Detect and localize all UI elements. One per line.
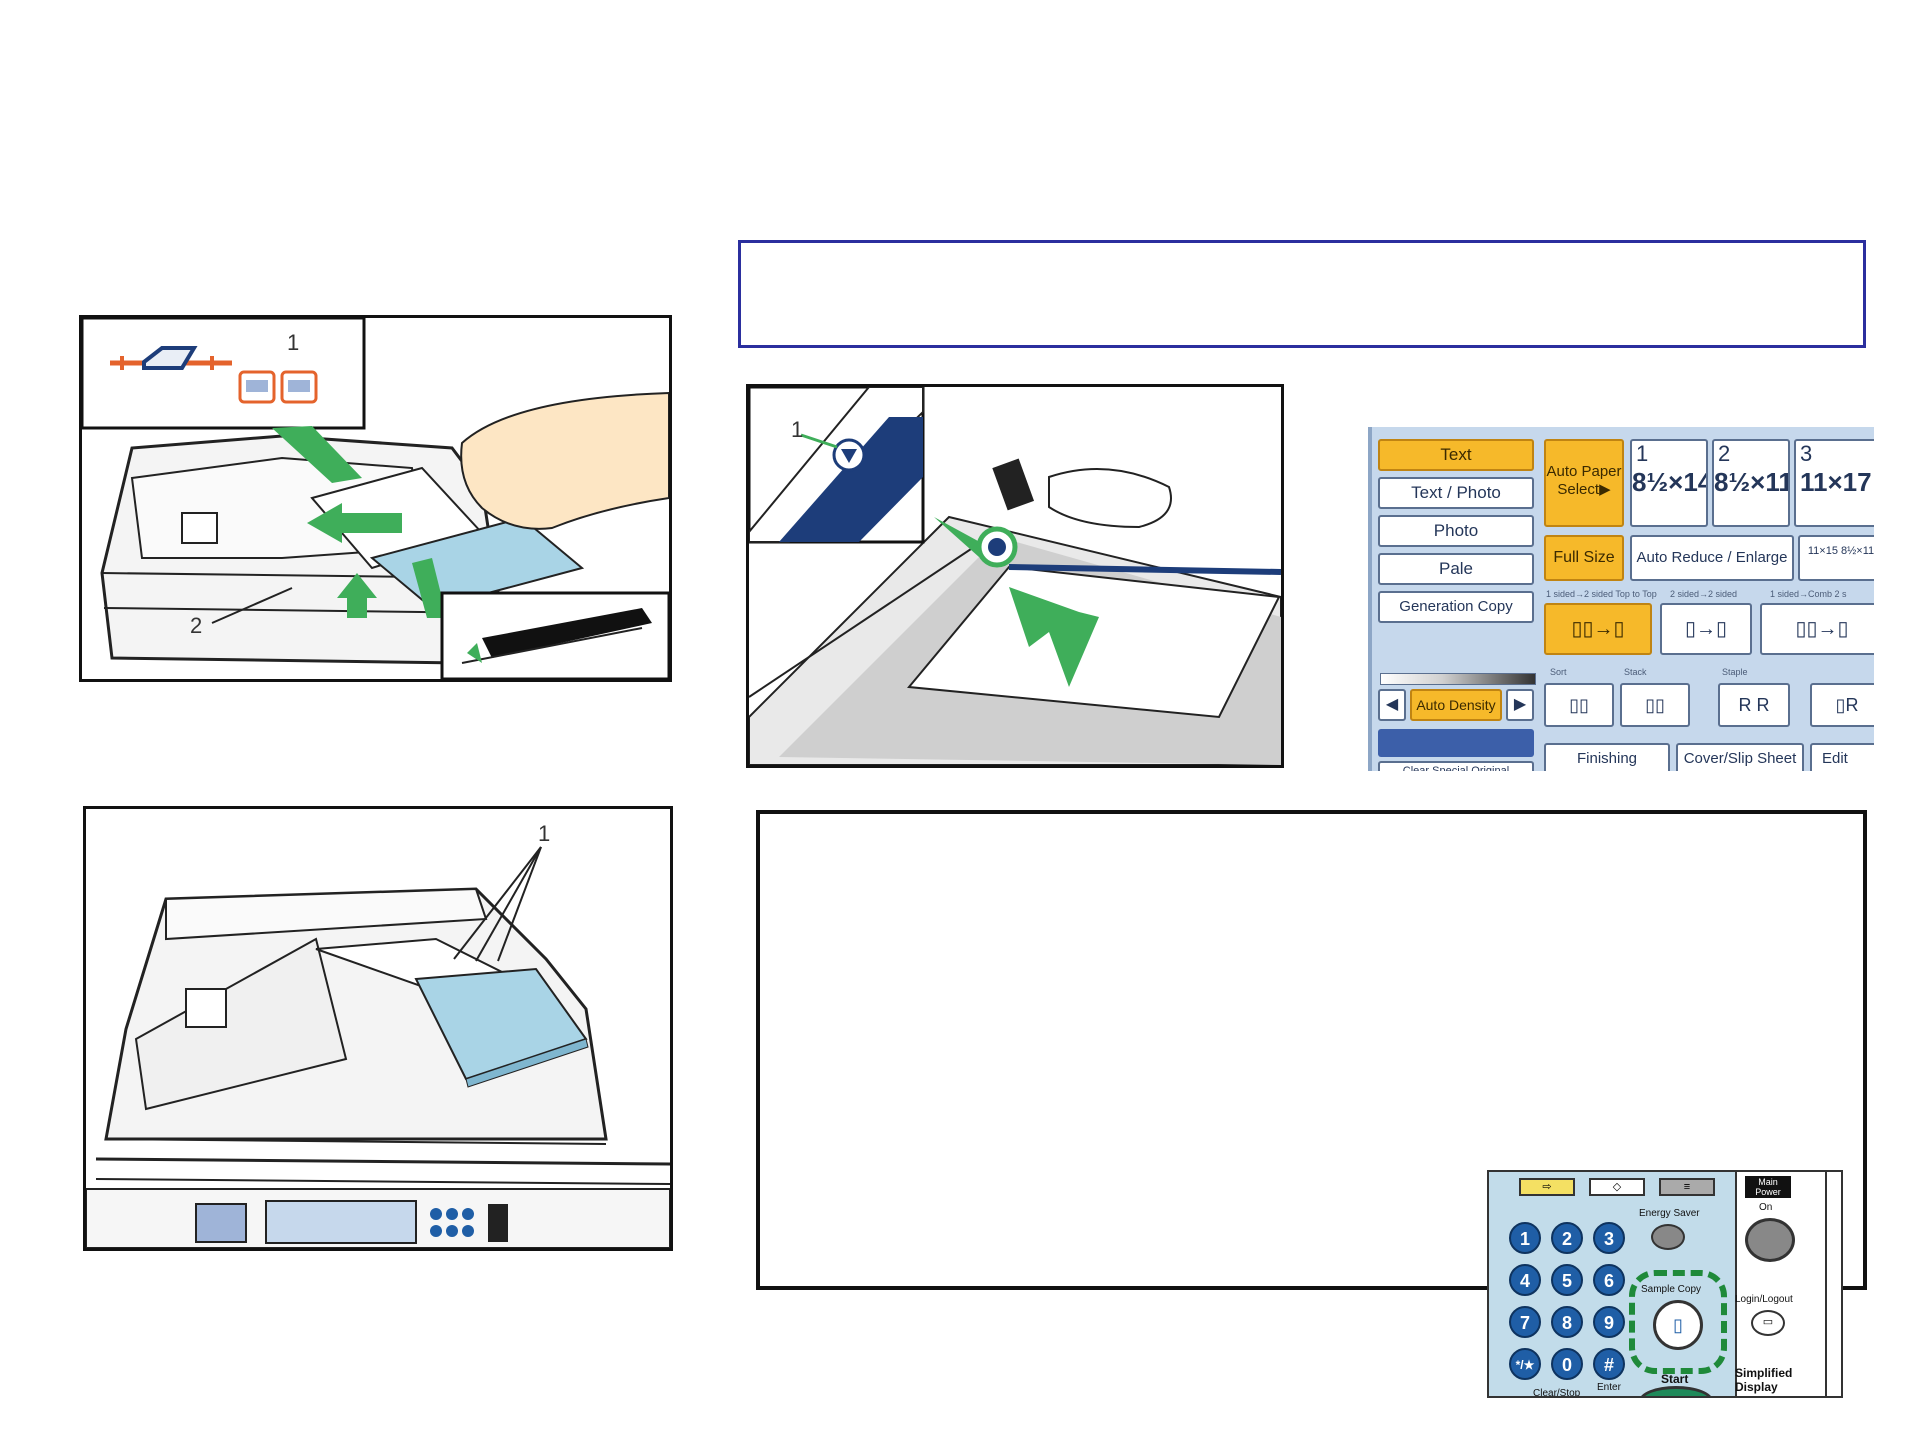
finish-label-sort: Sort bbox=[1550, 667, 1567, 677]
key-0[interactable]: 0 bbox=[1551, 1348, 1583, 1380]
duplex-label-3: 1 sided→Comb 2 s bbox=[1770, 589, 1847, 599]
ratio-preset-button[interactable]: 11×15 8½×11 bbox=[1798, 535, 1874, 581]
duplex-1tocomb-button[interactable]: ▯▯→▯ bbox=[1760, 603, 1874, 655]
copier-control-screen: Text Text / Photo Photo Pale Generation … bbox=[1368, 427, 1874, 771]
energy-saver-label: Energy Saver bbox=[1639, 1208, 1700, 1219]
density-darker-button[interactable]: ▶ bbox=[1506, 689, 1534, 721]
duplex-label-1: 1 sided→2 sided Top to Top bbox=[1546, 589, 1657, 599]
original-type-photo[interactable]: Photo bbox=[1378, 515, 1534, 547]
key-8[interactable]: 8 bbox=[1551, 1306, 1583, 1338]
tab-cover-slip-sheet[interactable]: Cover/Slip Sheet bbox=[1676, 743, 1804, 771]
instruction-box bbox=[738, 240, 1866, 348]
key-3[interactable]: 3 bbox=[1593, 1222, 1625, 1254]
tray-3-number: 3 bbox=[1800, 441, 1813, 466]
density-scale bbox=[1380, 673, 1536, 685]
tray-1-button[interactable]: 1 8½×14 bbox=[1630, 439, 1708, 527]
right-column bbox=[1735, 1172, 1841, 1396]
key-star[interactable]: */★ bbox=[1509, 1348, 1541, 1380]
adf-label-2: 2 bbox=[190, 613, 202, 638]
login-logout-label: Login/Logout bbox=[1735, 1294, 1793, 1305]
tab-finishing[interactable]: Finishing bbox=[1544, 743, 1670, 771]
original-type-text[interactable]: Text bbox=[1378, 439, 1534, 471]
original-type-generation-copy[interactable]: Generation Copy bbox=[1378, 591, 1534, 623]
stack-button[interactable]: ▯▯ bbox=[1620, 683, 1690, 727]
sample-copy-highlight bbox=[1629, 1270, 1727, 1374]
key-1[interactable]: 1 bbox=[1509, 1222, 1541, 1254]
sort-button[interactable]: ▯▯ bbox=[1544, 683, 1614, 727]
start-button[interactable] bbox=[1639, 1386, 1713, 1396]
start-label: Start bbox=[1661, 1372, 1689, 1386]
tray-1-number: 1 bbox=[1636, 441, 1649, 466]
main-power-badge: Main Power bbox=[1745, 1176, 1791, 1198]
figure-adf-originals: 1 bbox=[83, 806, 673, 1251]
right-column-edge bbox=[1825, 1172, 1827, 1396]
enter-label: Enter bbox=[1597, 1382, 1621, 1393]
sample-copy-button[interactable]: ▯ bbox=[1653, 1300, 1703, 1350]
sample-copy-label: Sample Copy bbox=[1641, 1284, 1702, 1295]
finish-label-staple: Staple bbox=[1722, 667, 1748, 677]
clear-stop-label: Clear/Stop bbox=[1533, 1388, 1581, 1398]
login-logout-button[interactable]: ▭ bbox=[1751, 1310, 1785, 1336]
duplex-1to2-button[interactable]: ▯▯→▯ bbox=[1544, 603, 1652, 655]
main-power-button[interactable] bbox=[1745, 1218, 1795, 1262]
top-indicator-diamond: ◇ bbox=[1589, 1178, 1645, 1196]
key-6[interactable]: 6 bbox=[1593, 1264, 1625, 1296]
simplified-display-label: Simplified Display bbox=[1735, 1366, 1793, 1394]
tray-2-number: 2 bbox=[1718, 441, 1731, 466]
duplex-2to2-button[interactable]: ▯→▯ bbox=[1660, 603, 1752, 655]
tab-edit[interactable]: Edit bbox=[1810, 743, 1874, 771]
adf-loading-illustration: 1 2 bbox=[82, 318, 669, 679]
adf-label-1: 1 bbox=[287, 330, 299, 355]
tray-1-size: 8½×14 bbox=[1632, 467, 1708, 497]
tray-2-size: 8½×11 bbox=[1714, 467, 1790, 497]
figure-adf-loading: 1 2 bbox=[79, 315, 672, 682]
exposure-glass-illustration: 1 bbox=[749, 387, 1281, 765]
key-7[interactable]: 7 bbox=[1509, 1306, 1541, 1338]
full-size-button[interactable]: Full Size bbox=[1544, 535, 1624, 581]
clear-special-original-button[interactable]: Clear Special Original bbox=[1378, 761, 1534, 771]
adf-originals-illustration: 1 bbox=[86, 809, 670, 1248]
auto-paper-select-button[interactable]: Auto Paper Select▶ bbox=[1544, 439, 1624, 527]
key-9[interactable]: 9 bbox=[1593, 1306, 1625, 1338]
key-hash[interactable]: # bbox=[1593, 1348, 1625, 1380]
top-indicator-yellow: ⇨ bbox=[1519, 1178, 1575, 1196]
density-lighter-button[interactable]: ◀ bbox=[1378, 689, 1406, 721]
key-4[interactable]: 4 bbox=[1509, 1264, 1541, 1296]
panel-blue-block bbox=[1378, 729, 1534, 757]
on-label: On bbox=[1759, 1202, 1773, 1213]
auto-density-button[interactable]: Auto Density bbox=[1410, 689, 1502, 721]
staple-button[interactable]: R R bbox=[1718, 683, 1790, 727]
top-indicator-gray: ≡ bbox=[1659, 1178, 1715, 1196]
energy-saver-button[interactable] bbox=[1651, 1224, 1685, 1250]
tray-3-size: 11×17 bbox=[1800, 467, 1872, 497]
staple-2-button[interactable]: ▯R bbox=[1810, 683, 1874, 727]
glass-label-1: 1 bbox=[791, 417, 803, 442]
operation-panel: ⇨ ◇ ≡ 1 2 3 4 5 6 7 8 9 */★ 0 # Enter Cl… bbox=[1487, 1170, 1843, 1398]
key-2[interactable]: 2 bbox=[1551, 1222, 1583, 1254]
duplex-label-2: 2 sided→2 sided bbox=[1670, 589, 1738, 599]
note-box bbox=[756, 810, 1867, 1290]
original-type-pale[interactable]: Pale bbox=[1378, 553, 1534, 585]
key-5[interactable]: 5 bbox=[1551, 1264, 1583, 1296]
finish-label-stack: Stack bbox=[1624, 667, 1647, 677]
figure-exposure-glass: 1 bbox=[746, 384, 1284, 768]
tray-2-button[interactable]: 2 8½×11 bbox=[1712, 439, 1790, 527]
original-type-text-photo[interactable]: Text / Photo bbox=[1378, 477, 1534, 509]
tray-3-button[interactable]: 3 11×17 bbox=[1794, 439, 1874, 527]
originals-label-1: 1 bbox=[538, 821, 550, 846]
auto-reduce-enlarge-button[interactable]: Auto Reduce / Enlarge bbox=[1630, 535, 1794, 581]
